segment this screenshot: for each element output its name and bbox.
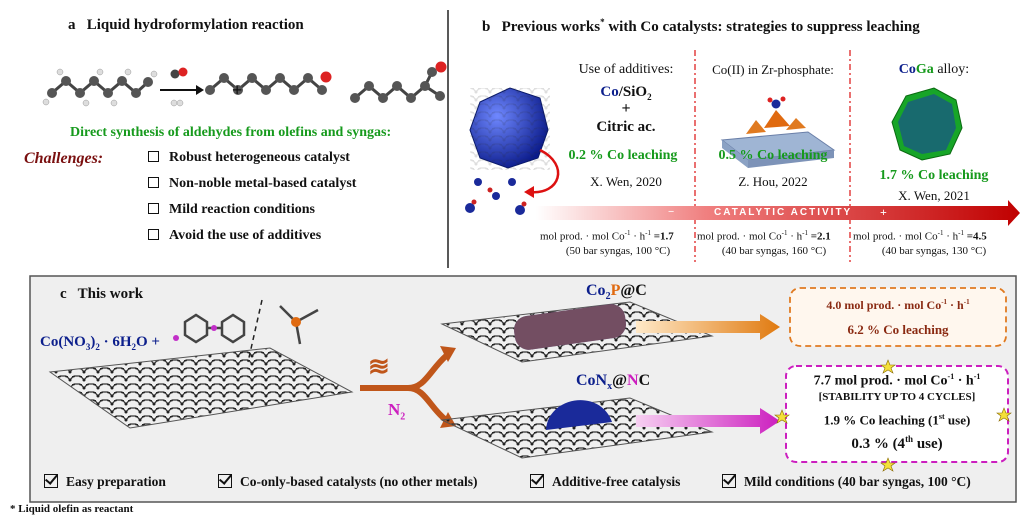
challenge-item: Mild reaction conditions [148, 202, 356, 228]
col3-header: CoGa alloy: [898, 62, 970, 77]
challenge-item: Non-noble metal-based catalyst [148, 176, 356, 202]
col3-activity: mol prod. · mol Co-1 · h-1 =4.5 [853, 229, 987, 243]
panel-a-title: Liquid hydroformylation reaction [86, 17, 304, 33]
co2p-particle-graphic [513, 304, 627, 350]
panel-a-subtitle: Direct synthesis of aldehydes from olefi… [70, 125, 392, 140]
coga-alloy-graphic [891, 87, 963, 161]
panel-b-letter: b [482, 19, 491, 35]
arrow-label: CATALYTIC ACTIVITY [714, 207, 853, 218]
panel-c-header: c This work [60, 286, 143, 303]
panel-a-header: a Liquid hydroformylation reaction [68, 17, 304, 34]
col3-leaching: 1.7 % Co leaching [879, 168, 989, 183]
col1-conditions: (50 bar syngas, 100 °C) [565, 245, 671, 257]
feature-item: Additive-free catalysis [530, 474, 680, 490]
box2-leaching: 1.9 % Co leaching (1st use) [823, 412, 971, 428]
checkmark-icon [44, 474, 58, 488]
panel-c-title: This work [77, 286, 144, 302]
col2-leaching: 0.5 % Co leaching [718, 148, 828, 163]
checkbox-icon [148, 177, 159, 188]
col1-leaching: 0.2 % Co leaching [568, 148, 678, 163]
conx-particle-graphic [546, 400, 612, 430]
challenge-item: Robust heterogeneous catalyst [148, 150, 356, 176]
col2-ref: Z. Hou, 2022 [738, 174, 808, 189]
checkmark-icon [530, 474, 544, 488]
feature-item: Mild conditions (40 bar syngas, 100 °C) [722, 474, 971, 490]
gas-label: N2 [388, 400, 406, 423]
checkbox-icon [148, 203, 159, 214]
box2-leaching-4th: 0.3 % (4th use) [851, 434, 943, 452]
col1-plus: + [621, 100, 631, 117]
co-nanoparticle-graphic [469, 87, 550, 170]
col2-activity: mol prod. · mol Co-1 · h-1 =2.1 [697, 229, 831, 243]
col1-formula: Co/SiO2 [600, 84, 652, 102]
col2-conditions: (40 bar syngas, 160 °C) [721, 245, 827, 257]
box2-activity: 7.7 mol prod. · mol Co-1 · h-1 [813, 372, 981, 389]
zr-phosphate-graphic [720, 96, 836, 168]
heat-icon: ≋ [368, 352, 390, 381]
checkmark-icon [218, 474, 232, 488]
panel-b-title: Previous works* with Co catalysts: strat… [501, 17, 920, 35]
catalyst-2-label: CoNx@NC [576, 372, 651, 393]
checkbox-icon [148, 151, 159, 162]
col1-header: Use of additives: [578, 62, 674, 77]
challenges-list: Robust heterogeneous catalyst Non-noble … [148, 150, 356, 254]
col3-conditions: (40 bar syngas, 130 °C) [881, 245, 987, 257]
col1-ref: X. Wen, 2020 [590, 174, 662, 189]
challenges-label: Challenges: [24, 150, 104, 167]
box1-leaching: 6.2 % Co leaching [847, 322, 949, 337]
checkmark-icon [722, 474, 736, 488]
col3-ref: X. Wen, 2021 [898, 188, 970, 203]
box1-activity: 4.0 mol prod. · mol Co-1 · h-1 [826, 298, 970, 312]
panel-b-header: b Previous works* with Co catalysts: str… [482, 17, 920, 36]
reaction-plus: + [232, 80, 243, 100]
footnote: * Liquid olefin as reactant [10, 503, 134, 515]
panel-c-letter: c [60, 286, 67, 302]
checkbox-icon [148, 229, 159, 240]
col1-activity: mol prod. · mol Co-1 · h-1 =1.7 [540, 229, 674, 243]
col1-additive: Citric ac. [596, 119, 656, 135]
graphene-sheet-graphic [48, 347, 354, 429]
feature-item: Co-only-based catalysts (no other metals… [218, 474, 477, 490]
challenge-item: Avoid the use of additives [148, 228, 356, 254]
feature-item: Easy preparation [44, 474, 166, 490]
precursor-formula: Co(NO3)2 · 6H2O + [40, 334, 160, 352]
panel-a-letter: a [68, 17, 76, 33]
arrow-minus: − [668, 206, 675, 218]
col2-header: Co(II) in Zr-phosphate: [712, 62, 834, 77]
catalyst-1-label: Co2P@C [586, 282, 647, 303]
box2-stability: [STABILITY UP TO 4 CYCLES] [818, 391, 976, 403]
arrow-plus: + [880, 205, 887, 219]
